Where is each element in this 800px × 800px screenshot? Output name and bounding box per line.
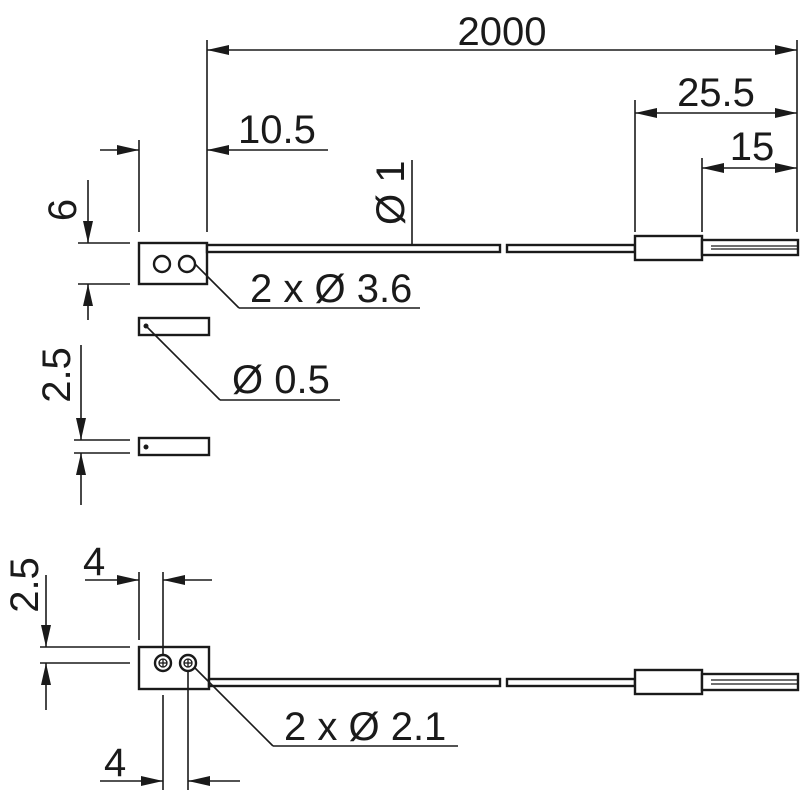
leader-lens-top: 2 x Ø 3.6 (194, 263, 420, 311)
emitter-lower (137, 436, 211, 457)
top-sleeve (633, 234, 704, 262)
bottom-fiber-assembly (137, 645, 800, 696)
bottom-fiber-cable-right (505, 677, 637, 688)
bottom-width-top-label: 4 (83, 540, 105, 584)
bottom-head-height-label: 2.5 (3, 557, 47, 613)
leader-lens-bottom: 2 x Ø 2.1 (194, 667, 458, 749)
top-sensor-head (137, 241, 209, 286)
bottom-sleeve (633, 668, 704, 696)
fiber-diameter-label: Ø 1 (369, 161, 413, 225)
bottom-fiber-tip (700, 672, 800, 692)
top-lens-left (152, 254, 172, 274)
leader-emitter-diameter: Ø 0.5 (145, 325, 340, 402)
tip-length-label: 15 (730, 125, 775, 169)
dimension-bottom-width-top: 4 (83, 540, 212, 655)
emitter-views (137, 316, 211, 457)
top-fiber-cable-left (205, 243, 502, 254)
dimension-head-height: 6 (41, 180, 130, 320)
top-fiber-cable-right (505, 243, 637, 254)
dimension-emitter-spacing: 2.5 (35, 345, 130, 505)
bottom-sensor-head (137, 645, 211, 691)
top-fiber-assembly (137, 234, 800, 286)
emitter-lower-dot (143, 444, 149, 450)
dimension-bottom-width-bottom: 4 (100, 672, 240, 790)
emitter-diameter-label: Ø 0.5 (232, 358, 330, 402)
dimension-head-offset: 10.5 (100, 108, 328, 232)
emitter-spacing-label: 2.5 (35, 347, 79, 403)
top-fiber-tip (700, 238, 800, 257)
head-height-label: 6 (41, 199, 85, 221)
dimension-total-length: 2000 (206, 10, 798, 232)
lens-diameter-top-label: 2 x Ø 3.6 (250, 267, 412, 311)
emitter-upper (137, 316, 211, 337)
top-lens-right (177, 254, 197, 274)
dimension-fiber-diameter: Ø 1 (369, 160, 413, 245)
bottom-width-bottom-label: 4 (104, 741, 126, 785)
sleeve-length-label: 25.5 (677, 71, 755, 115)
total-length-label: 2000 (458, 10, 547, 54)
dimension-sleeve-length: 25.5 (634, 71, 797, 232)
bottom-fiber-cable-left (207, 677, 502, 688)
head-offset-label: 10.5 (238, 108, 316, 152)
dimension-tip-length: 15 (701, 125, 797, 232)
lens-diameter-bottom-label: 2 x Ø 2.1 (284, 705, 446, 749)
dimension-bottom-head-height: 2.5 (3, 557, 130, 710)
